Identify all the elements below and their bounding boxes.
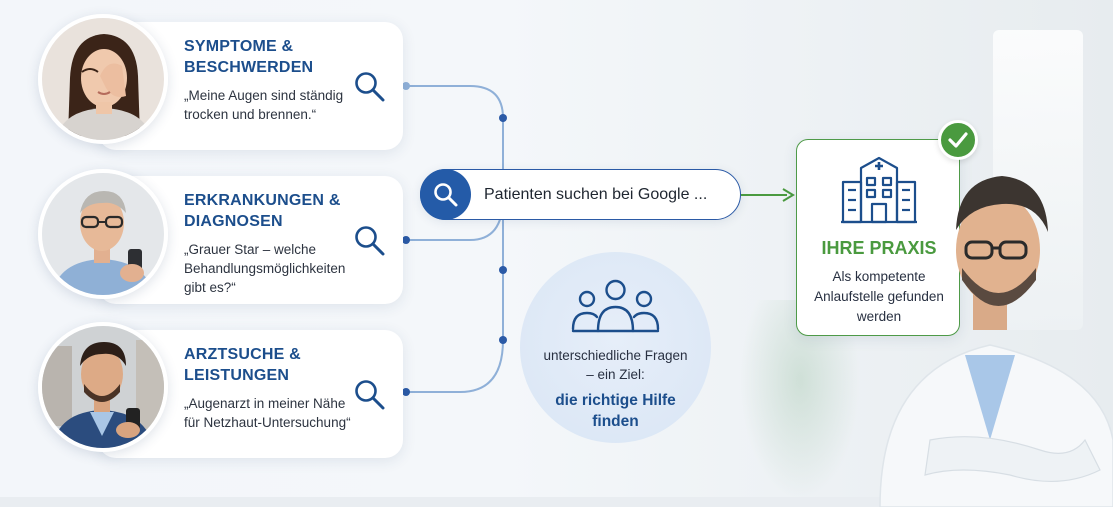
goal-headline: die richtige Hilfe finden xyxy=(555,392,676,430)
bottom-strip xyxy=(0,497,1113,507)
avatar-woman-rubbing-eyes xyxy=(38,14,168,144)
card-title: SYMPTOME & BESCHWERDEN xyxy=(184,38,314,76)
doctor-illustration xyxy=(879,176,1113,507)
card-quote: „Augenarzt in meiner Nähe für Netzhaut-U… xyxy=(184,396,351,430)
search-icon[interactable] xyxy=(353,224,387,258)
avatar-older-man-with-phone xyxy=(38,169,168,299)
goal-question-text: unterschiedliche Fragen – ein Ziel: xyxy=(543,348,688,382)
card-title: ARZTSUCHE & LEISTUNGEN xyxy=(184,346,301,384)
connector-lines xyxy=(402,82,507,396)
checkmark-badge xyxy=(938,120,978,160)
praxis-title: IHRE PRAXIS xyxy=(821,238,937,258)
people-group-icon xyxy=(571,279,660,333)
google-search-bar[interactable]: Patienten suchen bei Google ... xyxy=(419,168,741,220)
search-query-text: Patienten suchen bei Google ... xyxy=(484,186,708,203)
card-title: ERKRANKUNGEN & DIAGNOSEN xyxy=(184,192,341,230)
hospital-icon xyxy=(841,156,917,224)
search-button[interactable] xyxy=(419,168,471,220)
praxis-card: IHRE PRAXIS Als kompetente Anlaufstelle … xyxy=(796,139,960,336)
search-icon xyxy=(433,182,457,206)
search-icon[interactable] xyxy=(353,70,387,104)
common-goal-circle: unterschiedliche Fragen – ein Ziel: die … xyxy=(520,252,711,443)
avatar-man-with-phone xyxy=(38,322,168,452)
checkmark-icon xyxy=(948,132,968,148)
arrow-right-icon xyxy=(741,188,795,202)
card-quote: „Grauer Star – welche Behandlungsmöglich… xyxy=(184,242,346,295)
praxis-subtitle: Als kompetente Anlaufstelle gefunden wer… xyxy=(814,269,944,324)
search-icon[interactable] xyxy=(353,378,387,412)
card-quote: „Meine Augen sind ständig trocken und br… xyxy=(184,88,344,122)
